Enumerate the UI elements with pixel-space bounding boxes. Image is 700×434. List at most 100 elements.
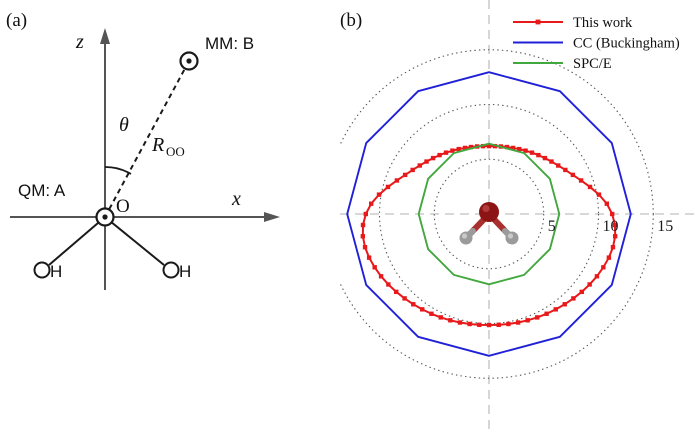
atom-mm-b-dot — [186, 58, 192, 64]
data-marker — [587, 184, 593, 190]
data-marker — [601, 265, 606, 270]
radial-tick-label-10: 10 — [603, 218, 619, 235]
data-marker — [386, 282, 391, 287]
qm-a-label: QM: A — [18, 181, 66, 200]
data-marker — [438, 315, 443, 320]
hydrogen-right-label: H — [179, 262, 191, 281]
theta-arc — [104, 166, 132, 175]
data-marker — [366, 255, 372, 260]
origin-atom-label: O — [116, 196, 130, 217]
data-marker — [517, 146, 522, 152]
data-marker — [570, 172, 576, 178]
gridline-circle-5 — [433, 158, 545, 270]
data-marker — [536, 152, 541, 158]
data-marker — [578, 178, 584, 183]
data-marker — [448, 318, 453, 323]
data-marker — [420, 307, 425, 312]
curve-spc-e — [417, 142, 561, 286]
data-marker — [594, 274, 600, 279]
data-marker — [394, 178, 400, 183]
data-marker — [604, 201, 610, 206]
data-marker — [612, 234, 618, 239]
data-marker — [402, 172, 408, 178]
panel-a-diagram: z x O QM: A MM: B θ R OO H H — [10, 28, 280, 290]
data-marker — [457, 320, 463, 325]
data-marker — [477, 322, 482, 328]
data-marker — [363, 211, 369, 217]
data-marker — [563, 167, 568, 173]
data-marker — [443, 150, 449, 155]
data-marker — [450, 148, 455, 153]
data-marker — [523, 148, 528, 153]
roo-label: R — [151, 134, 164, 156]
roo-label-subscript: OO — [166, 144, 185, 159]
data-marker — [571, 296, 576, 301]
data-marker — [385, 184, 391, 190]
data-marker — [525, 318, 530, 323]
data-marker — [486, 322, 492, 328]
data-marker — [462, 145, 468, 151]
oxygen-highlight — [482, 204, 490, 213]
atom-hydrogen-right-circle — [162, 261, 180, 279]
data-marker — [430, 155, 436, 161]
data-marker — [468, 144, 474, 150]
data-marker — [544, 311, 549, 316]
data-marker — [587, 282, 592, 287]
data-marker — [486, 143, 492, 149]
radial-gridlines — [340, 49, 654, 379]
data-marker — [437, 152, 442, 158]
legend-label-1: CC (Buckingham) — [573, 36, 680, 52]
data-marker — [579, 289, 584, 295]
hydrogen-left-label: H — [50, 262, 62, 281]
hydrogen-left-highlight — [461, 233, 468, 239]
data-marker — [360, 234, 366, 239]
curve-cc-buckingham- — [346, 71, 632, 357]
radial-tick-label-5: 5 — [548, 218, 556, 235]
data-marker — [553, 307, 558, 312]
data-marker — [609, 211, 615, 217]
water-molecule-glyph — [459, 202, 519, 245]
data-marker — [496, 322, 501, 328]
radial-tick-label-15: 15 — [657, 218, 673, 235]
data-marker — [535, 315, 540, 320]
data-marker — [612, 222, 618, 228]
data-marker — [549, 159, 554, 164]
data-marker — [429, 311, 434, 316]
gridline-circle-10 — [378, 103, 600, 325]
oxygen-atom — [479, 202, 499, 222]
mm-b-label: MM: B — [205, 34, 254, 53]
panel-b-label: (b) — [340, 10, 363, 31]
x-axis-label: x — [231, 188, 241, 210]
x-axis-arrow — [264, 212, 280, 222]
data-marker — [467, 321, 472, 327]
data-marker — [424, 159, 429, 164]
data-marker — [376, 192, 382, 197]
data-marker — [596, 192, 602, 197]
data-marker — [394, 289, 399, 295]
legend-marker-0 — [535, 19, 541, 25]
atom-qm-a-dot — [102, 214, 108, 220]
gridline-circle-15 — [340, 49, 654, 379]
data-marker — [411, 302, 416, 307]
roo-dashed-line — [104, 60, 190, 218]
data-marker — [515, 320, 521, 325]
data-curves — [346, 71, 632, 357]
data-marker — [606, 255, 612, 260]
z-axis-label: z — [75, 31, 84, 53]
data-marker — [562, 302, 567, 307]
data-marker — [506, 321, 511, 327]
data-marker — [542, 155, 548, 161]
data-marker — [402, 296, 407, 301]
z-axis-arrow — [100, 28, 110, 44]
radial-tick-labels: 5 10 15 — [548, 218, 674, 235]
data-marker — [456, 146, 461, 152]
data-marker — [510, 145, 516, 151]
legend-label-0: This work — [573, 15, 633, 31]
data-marker — [368, 201, 374, 206]
data-marker — [378, 274, 384, 279]
data-marker — [360, 222, 366, 228]
bond-o-h-right — [104, 216, 165, 266]
